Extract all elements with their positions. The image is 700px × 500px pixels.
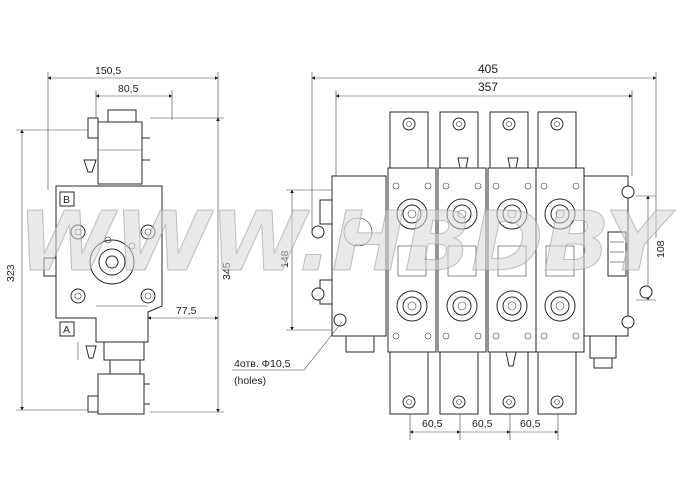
watermark: WWW.HBDBY [18,195,676,290]
dim-front-overall-width: 405 [478,62,498,76]
dim-front-right-height: 108 [655,240,667,258]
holes-note: 4отв. Φ10,5 [234,358,291,370]
dim-side-height-right: 345 [221,262,233,280]
port-b-label: B [63,194,70,206]
dim-front-left-height: 148 [279,250,291,268]
valve-sections [387,111,585,415]
dim-side-offset: 77,5 [176,305,197,317]
dim-pitch-3: 60,5 [520,418,541,430]
dim-side-height-left: 323 [5,264,17,282]
side-view: 150,5 80,5 323 345 77,5 B A [5,65,233,415]
dim-pitch-1: 60,5 [422,418,443,430]
front-view: 405 357 148 108 [232,62,667,440]
port-a-label: A [63,324,70,336]
dim-side-inner-width: 80,5 [118,83,139,95]
holes-sub: (holes) [234,375,266,387]
dim-side-top-width: 150,5 [95,65,121,77]
dim-front-inner-width: 357 [478,80,498,94]
dim-pitch-2: 60,5 [472,418,493,430]
